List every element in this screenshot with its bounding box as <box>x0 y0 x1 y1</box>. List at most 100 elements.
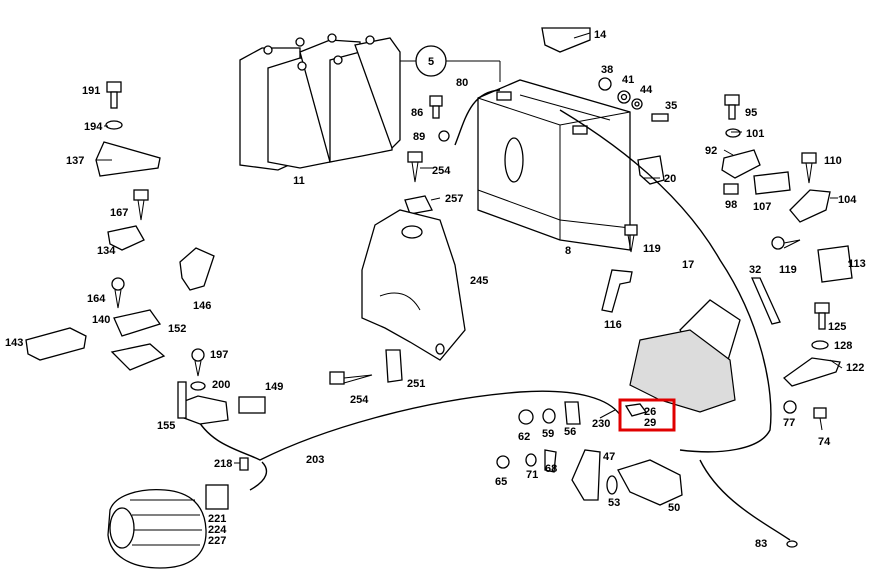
label-257: 257 <box>445 193 463 205</box>
label-113: 113 <box>848 258 866 270</box>
label-119-upper: 119 <box>643 243 661 255</box>
label-14: 14 <box>594 29 607 41</box>
holder-146 <box>179 247 215 291</box>
label-68: 68 <box>545 463 557 475</box>
bolt-86 <box>429 95 443 119</box>
label-20: 20 <box>664 173 676 185</box>
label-125: 125 <box>828 321 846 333</box>
label-80: 80 <box>456 77 468 89</box>
washer-200 <box>190 381 206 391</box>
label-251: 251 <box>407 378 425 390</box>
nut-98 <box>723 183 739 195</box>
clamp-107 <box>753 171 791 195</box>
label-116: 116 <box>604 319 622 331</box>
label-56: 56 <box>564 426 576 438</box>
bolt-95 <box>724 94 740 120</box>
screw-167 <box>133 189 149 221</box>
fuse-holder-155 <box>177 381 229 425</box>
screw-197 <box>191 348 205 377</box>
bracket-53 <box>571 449 601 501</box>
label-41: 41 <box>622 74 634 86</box>
connector-221-224-227 <box>205 484 229 510</box>
label-8: 8 <box>565 245 571 257</box>
label-74: 74 <box>818 436 831 448</box>
clamp-20 <box>637 155 665 185</box>
connector-218 <box>239 457 249 471</box>
label-218: 218 <box>214 458 232 470</box>
label-26: 26 <box>644 406 656 418</box>
label-110: 110 <box>824 155 842 167</box>
label-230: 230 <box>592 418 610 430</box>
label-83: 83 <box>755 538 767 550</box>
label-101: 101 <box>746 128 764 140</box>
label-47: 47 <box>603 451 615 463</box>
cover-245 <box>361 209 466 361</box>
label-191: 191 <box>82 85 100 97</box>
label-62: 62 <box>518 431 530 443</box>
label-227: 227 <box>208 535 226 547</box>
starter-motor <box>629 299 741 413</box>
washer-101 <box>725 128 741 138</box>
label-38: 38 <box>601 64 613 76</box>
label-245: 245 <box>470 275 488 287</box>
bracket-104 <box>789 189 831 223</box>
clip-152 <box>110 343 166 371</box>
label-98: 98 <box>725 199 737 211</box>
bracket-113 <box>817 245 853 283</box>
label-89: 89 <box>413 131 425 143</box>
relay-149 <box>238 396 266 414</box>
parts-62-59-56 <box>518 401 581 425</box>
bolt-125 <box>814 302 830 330</box>
bolt-74 <box>813 407 827 431</box>
label-137: 137 <box>66 155 84 167</box>
clip-251 <box>385 349 403 383</box>
label-146: 146 <box>193 300 211 312</box>
parts-38-41-44-35 <box>598 77 669 122</box>
label-77: 77 <box>783 417 795 429</box>
label-86: 86 <box>411 107 423 119</box>
label-194: 194 <box>84 121 103 133</box>
leader-lines <box>96 32 852 464</box>
nut-77 <box>783 400 797 414</box>
label-254-top: 254 <box>432 165 451 177</box>
screw-110 <box>801 152 817 184</box>
label-140: 140 <box>92 314 110 326</box>
label-53: 53 <box>608 497 620 509</box>
screw-164 <box>111 277 125 309</box>
washer-89 <box>438 130 450 142</box>
parts-65-71-68 <box>496 449 557 473</box>
screw-119-upper <box>624 224 638 253</box>
harness-branch <box>249 461 268 491</box>
label-119-right: 119 <box>779 264 797 276</box>
label-32: 32 <box>749 264 761 276</box>
label-11: 11 <box>293 175 305 187</box>
solenoid-50 <box>617 459 683 506</box>
bracket-116 <box>601 269 633 313</box>
label-149: 149 <box>265 381 283 393</box>
harness-203 <box>194 390 621 461</box>
part-labels: 5 11 14 38 41 44 35 80 86 89 254 257 8 2… <box>5 29 866 550</box>
clip-257 <box>404 195 433 215</box>
screw-254-top <box>407 151 423 183</box>
label-92: 92 <box>705 145 717 157</box>
label-107: 107 <box>753 201 771 213</box>
label-35: 35 <box>665 100 677 112</box>
label-17: 17 <box>682 259 694 271</box>
bracket-122 <box>782 357 841 387</box>
ground-strap-83 <box>699 459 791 541</box>
alternator <box>107 489 207 569</box>
label-143: 143 <box>5 337 23 349</box>
label-134: 134 <box>97 245 116 257</box>
label-59: 59 <box>542 428 554 440</box>
screw-254-mid <box>329 371 373 385</box>
label-29: 29 <box>644 417 656 429</box>
label-128: 128 <box>834 340 852 352</box>
label-50: 50 <box>668 502 680 514</box>
battery-cable-80 <box>454 89 501 146</box>
label-95: 95 <box>745 107 757 119</box>
label-221: 221 <box>208 513 226 525</box>
bracket-92 <box>721 149 761 179</box>
highlight-box <box>618 398 676 432</box>
label-44: 44 <box>640 84 653 96</box>
label-152: 152 <box>168 323 186 335</box>
